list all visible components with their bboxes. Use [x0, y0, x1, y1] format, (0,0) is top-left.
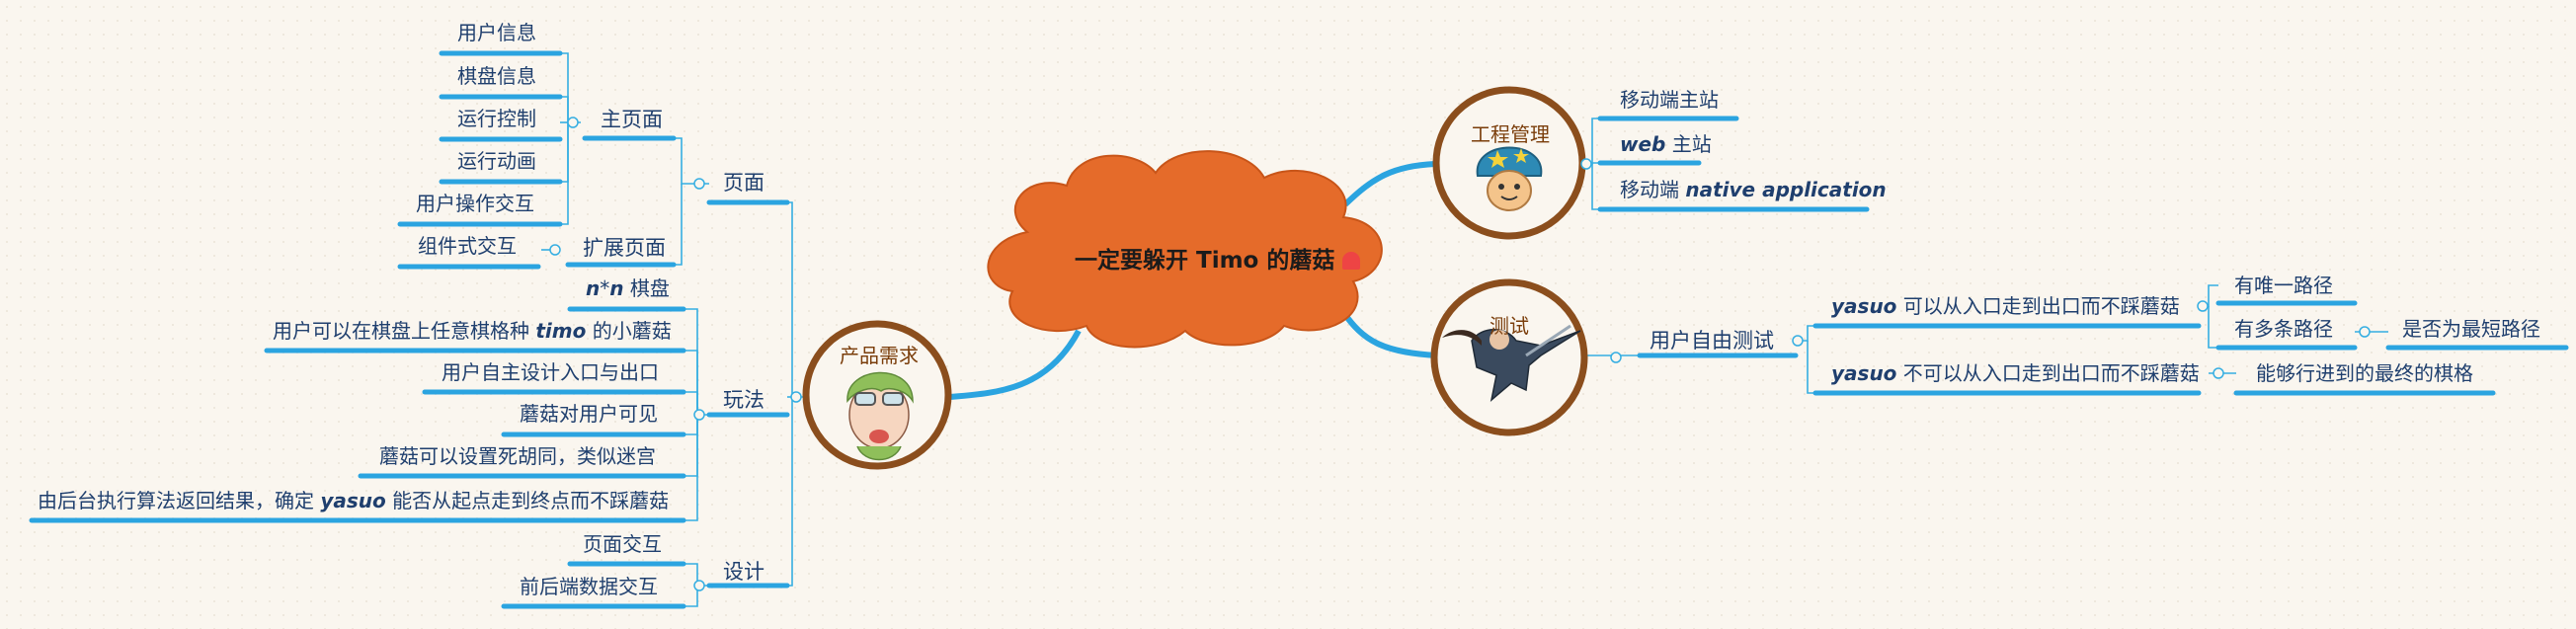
branch-engineering [1342, 161, 1436, 207]
node-play-item-3[interactable]: 用户自主设计入口与出口 [442, 360, 659, 384]
node-play-item-6[interactable]: 由后台执行算法返回结果，确定 yasuo 能否从起点走到终点而不踩蘑菇 [38, 489, 670, 512]
node-data-interaction[interactable]: 前后端数据交互 [520, 575, 658, 598]
node-web-site[interactable]: web 主站 [1620, 132, 1712, 156]
node-play-item-4[interactable]: 蘑菇对用户可见 [520, 402, 658, 426]
node-page-interaction[interactable]: 页面交互 [583, 532, 662, 556]
central-topic-label: 一定要躲开 Timo 的蘑菇 [1075, 248, 1335, 274]
node-shortest-path[interactable]: 是否为最短路径 [2402, 317, 2540, 341]
yasuo-character-icon [1442, 324, 1581, 402]
node-mobile-site[interactable]: 移动端主站 [1620, 88, 1719, 112]
node-run-control[interactable]: 运行控制 [457, 107, 536, 130]
node-component-interaction[interactable]: 组件式交互 [418, 234, 517, 258]
mushroom-icon [1476, 146, 1543, 211]
node-user-info[interactable]: 用户信息 [457, 21, 536, 44]
central-topic[interactable]: 一定要躲开 Timo 的蘑菇 [1075, 241, 1361, 275]
node-test-case-2[interactable]: yasuo 不可以从入口走到出口而不踩蘑菇 [1831, 361, 2200, 385]
node-play-item-5[interactable]: 蘑菇可以设置死胡同，类似迷宫 [379, 444, 656, 468]
node-main-page[interactable]: 主页面 [601, 108, 663, 131]
topic-engineering[interactable]: 工程管理 [1471, 122, 1550, 146]
node-test-case-1[interactable]: yasuo 可以从入口走到出口而不踩蘑菇 [1831, 294, 2180, 318]
node-native-app[interactable]: 移动端 native application [1620, 178, 1887, 201]
node-play-item-1[interactable]: n*n 棋盘 [586, 276, 670, 300]
node-free-test[interactable]: 用户自由测试 [1650, 329, 1774, 353]
node-extend-page[interactable]: 扩展页面 [583, 236, 666, 260]
node-design[interactable]: 设计 [723, 560, 765, 584]
node-board-info[interactable]: 棋盘信息 [457, 64, 536, 88]
node-multiple-paths[interactable]: 有多条路径 [2234, 317, 2333, 341]
topic-product[interactable]: 产品需求 [840, 344, 919, 367]
product-character-icon [846, 371, 914, 461]
mushroom-emoji-icon [1342, 252, 1361, 270]
node-unique-path[interactable]: 有唯一路径 [2234, 274, 2333, 297]
node-play[interactable]: 玩法 [723, 388, 765, 412]
branch-product [949, 329, 1082, 400]
branch-testing [1340, 310, 1438, 358]
topic-testing[interactable]: 测试 [1489, 314, 1529, 338]
node-run-animation[interactable]: 运行动画 [457, 149, 536, 173]
node-user-interaction[interactable]: 用户操作交互 [416, 192, 534, 215]
center-cloud [987, 150, 1383, 349]
node-page[interactable]: 页面 [723, 171, 765, 195]
node-final-cell[interactable]: 能够行进到的最终的棋格 [2256, 361, 2473, 385]
node-play-item-2[interactable]: 用户可以在棋盘上任意棋格种 timo 的小蘑菇 [273, 319, 672, 343]
